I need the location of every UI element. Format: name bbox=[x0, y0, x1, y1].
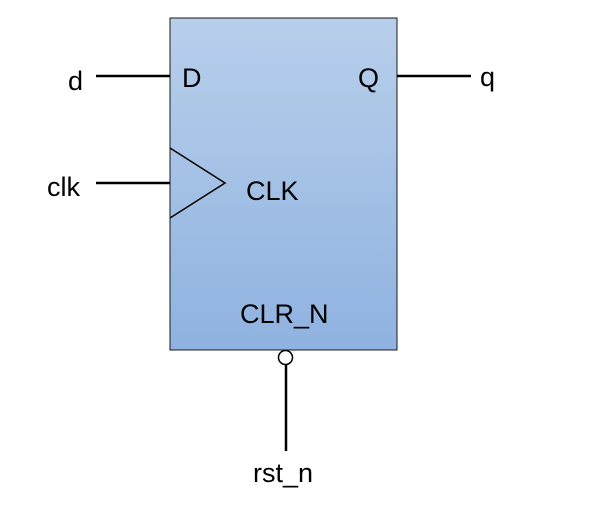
flip-flop-block bbox=[169, 17, 398, 351]
pin-label-clk: CLK bbox=[246, 176, 299, 206]
signal-label-rst-n: rst_n bbox=[253, 458, 313, 488]
pin-label-clr-n: CLR_N bbox=[240, 299, 329, 329]
signal-label-d: d bbox=[68, 66, 83, 96]
pin-label-q: Q bbox=[358, 63, 379, 93]
signal-label-q: q bbox=[480, 62, 495, 92]
pin-label-d: D bbox=[182, 63, 202, 93]
signal-label-clk: clk bbox=[47, 172, 80, 202]
inversion-bubble bbox=[277, 349, 294, 366]
clock-edge-triangle bbox=[169, 147, 227, 219]
